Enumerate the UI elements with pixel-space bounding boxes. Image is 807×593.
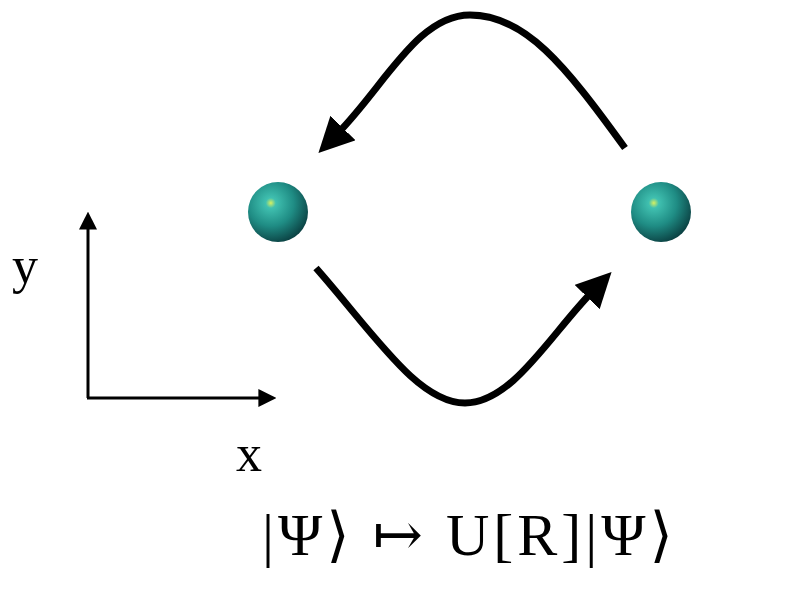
axis-label: y	[12, 240, 38, 292]
y-axis	[87, 226, 90, 398]
exchange-arrow	[316, 268, 592, 403]
particle	[248, 182, 308, 242]
axis-label: x	[236, 428, 262, 480]
exchange-arrow	[338, 15, 625, 148]
formula: |Ψ⟩ ↦ U[R]|Ψ⟩	[262, 505, 677, 565]
x-axis	[87, 397, 262, 400]
particle	[631, 182, 691, 242]
